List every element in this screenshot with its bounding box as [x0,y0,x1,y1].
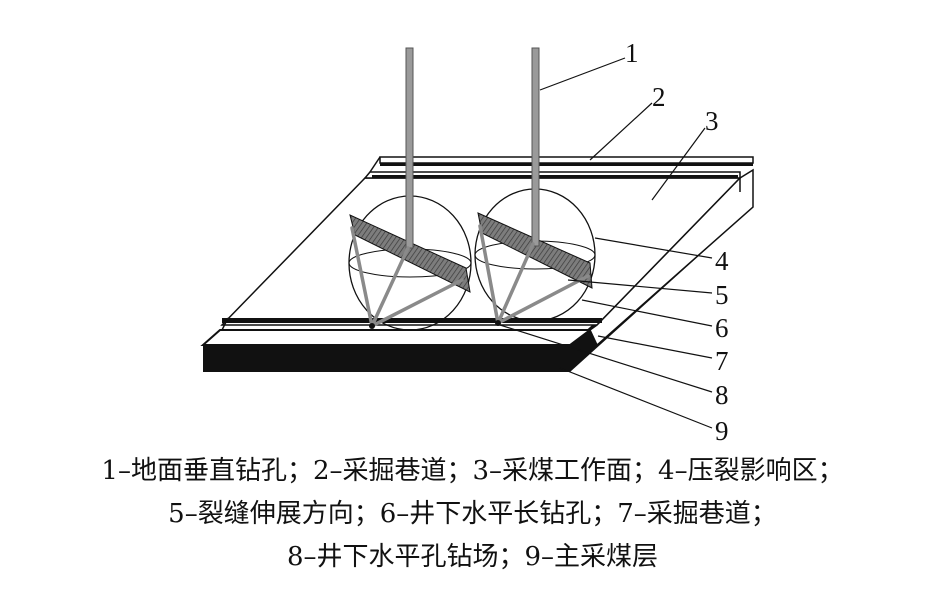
callout-9: 9 [715,416,729,446]
drilling-sites [369,320,501,329]
callout-labels: 1 2 3 4 5 6 7 8 9 [625,38,729,446]
callout-1: 1 [625,38,639,68]
leader-lines [499,57,713,429]
callout-4: 4 [715,246,729,276]
back-roadway [363,156,754,179]
working-face [220,177,742,326]
vertical-well-left [405,47,414,249]
callout-5: 5 [715,280,729,310]
callout-2: 2 [652,82,666,112]
figure-caption: 1–地面垂直钻孔；2–采掘巷道；3–采煤工作面；4–压裂影响区； 5–裂缝伸展方… [0,450,945,579]
caption-line-3: 8–井下水平孔钻场；9–主采煤层 [286,542,659,572]
coal-seam-diagram: 1 2 3 4 5 6 7 8 9 [200,38,754,446]
seam-top-front-strip [200,329,593,346]
vertical-well-right [531,47,540,247]
horizontal-boreholes [350,224,590,328]
caption-line-1: 1–地面垂直钻孔；2–采掘巷道；3–采煤工作面；4–压裂影响区； [101,456,844,486]
callout-7: 7 [715,346,729,376]
caption-line-2: 5–裂缝伸展方向；6–井下水平长钻孔；7–采掘巷道； [168,499,777,529]
front-roadway [221,317,602,331]
right-shoulder-block [589,168,754,347]
callout-8: 8 [715,380,729,410]
seam-front-face [203,345,570,372]
callout-6: 6 [715,313,729,343]
callout-3: 3 [705,106,719,136]
